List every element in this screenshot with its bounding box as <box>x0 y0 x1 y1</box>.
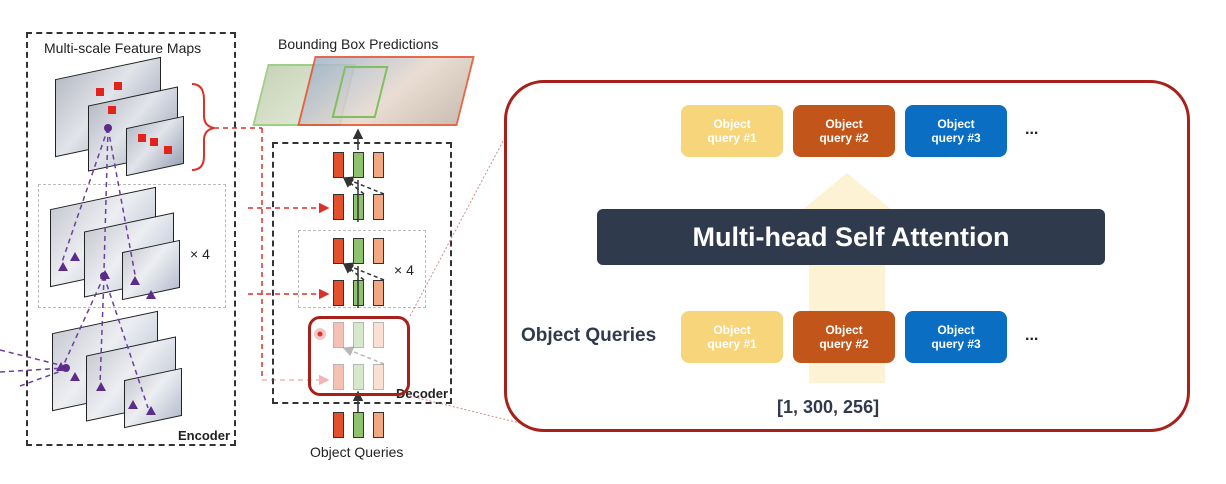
decoder-first-layer-highlight <box>308 316 410 396</box>
encoder-box <box>26 32 236 446</box>
decoder-repeat-label: × 4 <box>394 262 414 278</box>
decoder-label: Decoder <box>396 386 449 401</box>
tensor-shape-label: [1, 300, 256] <box>777 397 880 417</box>
encoder-repeat-label: × 4 <box>190 246 210 262</box>
encoder-label: Encoder <box>178 428 231 443</box>
object-queries-label: Object Queries <box>521 325 657 346</box>
encoder-repeat-group <box>38 184 226 308</box>
decoder-title: Bounding Box Predictions <box>278 36 439 52</box>
encoder-title: Multi-scale Feature Maps <box>44 40 202 56</box>
encoder-attention-lines <box>0 83 215 409</box>
decoder-repeat-group <box>298 230 426 308</box>
decoder-object-queries-label: Object Queries <box>310 444 404 460</box>
multi-head-self-attention-block: Multi-head Self Attention <box>597 209 1105 265</box>
decoder-arrows <box>214 127 520 424</box>
top-query-ellipsis: ... <box>1025 121 1039 138</box>
decoder-box <box>272 142 452 404</box>
bottom-query-ellipsis: ... <box>1025 327 1039 344</box>
